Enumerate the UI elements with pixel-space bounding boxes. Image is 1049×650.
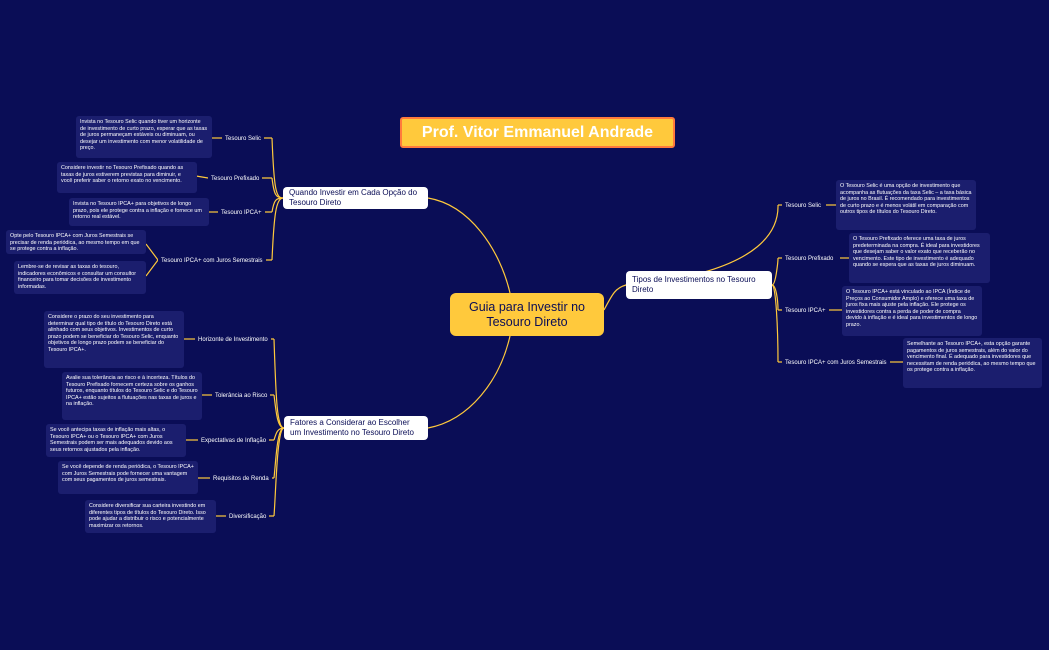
branch-tesouro-selic-quando[interactable]: Tesouro Selic — [222, 134, 265, 144]
branch-diversificacao[interactable]: Diversificação — [226, 512, 270, 522]
link-central-left-bottom — [427, 335, 511, 429]
note-selic-quando: Invista no Tesouro Selic quando tiver um… — [76, 116, 212, 158]
branch-tolerancia[interactable]: Tolerância ao Risco — [212, 391, 271, 401]
branch-tesouro-prefixado-tipos[interactable]: Tesouro Prefixado — [782, 254, 837, 264]
note-requisitos: Se você depende de renda periódica, o Te… — [58, 461, 198, 494]
note-revisar-taxas: Lembre-se de revisar as taxas do tesouro… — [14, 261, 146, 294]
central-topic[interactable]: Guia para Investir no Tesouro Direto — [450, 293, 604, 336]
note-prefixado-quando: Considere investir no Tesouro Prefixado … — [57, 162, 197, 193]
topic-fatores[interactable]: Fatores a Considerar ao Escolher um Inve… — [284, 416, 428, 440]
topic-tipos[interactable]: Tipos de Investimentos no Tesouro Direto — [626, 271, 772, 299]
author-banner[interactable]: Prof. Vitor Emmanuel Andrade — [400, 117, 675, 148]
branch-tesouro-ipca-tipos[interactable]: Tesouro IPCA+ — [782, 306, 829, 316]
branch-horizonte[interactable]: Horizonte de Investimento — [195, 335, 271, 345]
link-central-right — [603, 284, 627, 311]
note-ipca-semestrais-tipos: Semelhante ao Tesouro IPCA+, esta opção … — [903, 338, 1042, 388]
note-prefixado-tipos: O Tesouro Prefixado oferece uma taxa de … — [849, 233, 990, 283]
branch-tesouro-prefixado-quando[interactable]: Tesouro Prefixado — [208, 174, 263, 184]
branch-expectativas[interactable]: Expectativas de Inflação — [198, 436, 270, 446]
branch-tesouro-selic-tipos[interactable]: Tesouro Selic — [782, 201, 825, 211]
note-ipca-tipos: O Tesouro IPCA+ está vinculado ao IPCA (… — [842, 286, 982, 336]
branch-ipca-juros-semestrais-tipos[interactable]: Tesouro IPCA+ com Juros Semestrais — [782, 358, 890, 368]
branch-requisitos[interactable]: Requisitos de Renda — [210, 474, 272, 484]
link-central-left-top — [427, 197, 511, 294]
note-horizonte: Considere o prazo do seu investimento pa… — [44, 311, 184, 368]
note-expectativas: Se você antecipa taxas de inflação mais … — [46, 424, 186, 457]
note-selic-tipos: O Tesouro Selic é uma opção de investime… — [836, 180, 976, 230]
branch-ipca-juros-semestrais-quando[interactable]: Tesouro IPCA+ com Juros Semestrais — [158, 256, 266, 266]
branch-tesouro-ipca-quando[interactable]: Tesouro IPCA+ — [218, 208, 265, 218]
note-tolerancia: Avalie sua tolerância ao risco e à incer… — [62, 372, 202, 420]
note-ipca-semestrais-quando: Opte pelo Tesouro IPCA+ com Juros Semest… — [6, 230, 146, 254]
note-ipca-quando: Invista no Tesouro IPCA+ para objetivos … — [69, 198, 209, 226]
note-diversificacao: Considere diversificar sua carteira inve… — [85, 500, 216, 533]
topic-quando-investir[interactable]: Quando Investir em Cada Opção do Tesouro… — [283, 187, 428, 209]
